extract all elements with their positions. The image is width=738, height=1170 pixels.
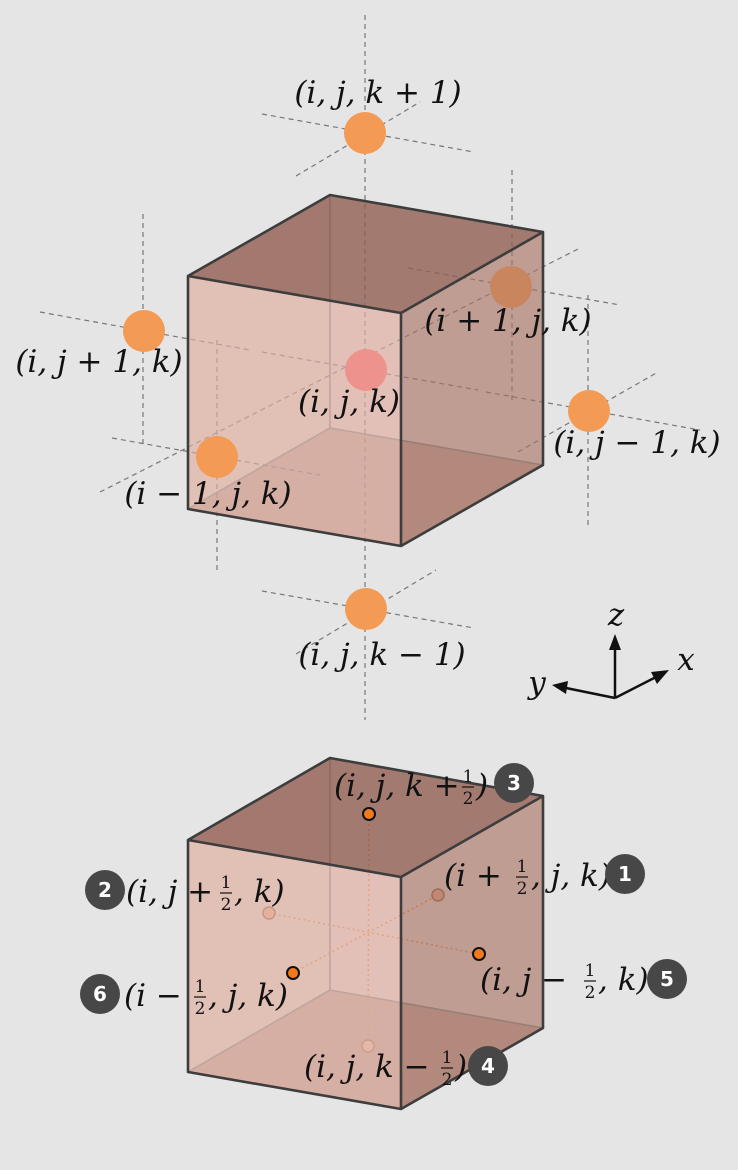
svg-text:5: 5 <box>660 967 674 991</box>
svg-text:, j, k): , j, k) <box>531 858 611 894</box>
face-point-6 <box>286 966 300 980</box>
face-label-2: 2 (i, j + 1 2 , k) <box>85 870 285 915</box>
svg-text:2: 2 <box>195 999 206 1019</box>
face-label-5: (i, j − 1 2 , k) 5 <box>480 959 687 1003</box>
bottom-diagram: (i, j, k + 1 2 ) 3 (i + 1 2 , j, k) 1 2 … <box>80 756 687 1111</box>
svg-text:, k): , k) <box>598 962 649 998</box>
face-point-5 <box>472 947 486 961</box>
svg-text:1: 1 <box>195 977 206 997</box>
axis-label-x: x <box>677 642 695 678</box>
svg-text:1: 1 <box>463 767 474 787</box>
svg-text:): ) <box>475 768 488 804</box>
axis-label-y: y <box>526 665 546 701</box>
svg-text:2: 2 <box>463 789 474 809</box>
svg-text:(i, j, k −: (i, j, k − <box>304 1049 430 1085</box>
face-point-3 <box>362 807 376 821</box>
svg-text:2: 2 <box>517 879 528 899</box>
svg-text:(i, j, k +: (i, j, k + <box>334 768 460 804</box>
label-back-right: (i + 1, j, k) <box>424 303 591 339</box>
top-diagram: (i, j, k + 1) (i + 1, j, k) (i, j + 1, k… <box>15 15 721 720</box>
svg-text:1: 1 <box>442 1048 453 1068</box>
svg-text:, k): , k) <box>234 874 285 910</box>
face-badge-5 <box>647 959 687 999</box>
svg-text:2: 2 <box>585 983 596 1003</box>
svg-text:2: 2 <box>221 895 232 915</box>
face-badge-4 <box>468 1046 508 1086</box>
face-badge-3 <box>494 763 534 803</box>
face-badge-6 <box>80 974 120 1014</box>
neighbor-point-top <box>344 112 386 154</box>
x-arrowhead <box>651 670 669 684</box>
svg-text:(i +: (i + <box>444 858 502 894</box>
label-left: (i, j + 1, k) <box>15 344 182 380</box>
label-top: (i, j, k + 1) <box>294 75 461 111</box>
svg-text:3: 3 <box>507 771 521 795</box>
neighbor-point-front-left <box>196 436 238 478</box>
neighbor-point-right <box>568 390 610 432</box>
neighbor-point-bottom <box>345 588 387 630</box>
label-front-left: (i − 1, j, k) <box>124 476 291 512</box>
svg-text:1: 1 <box>585 961 596 981</box>
svg-text:(i, j −: (i, j − <box>480 962 567 998</box>
top-cube-front-faces <box>186 193 545 548</box>
face-label-4: (i, j, k − 1 2 ) 4 <box>304 1046 508 1090</box>
svg-text:1: 1 <box>618 862 632 886</box>
svg-text:2: 2 <box>98 878 112 902</box>
face-badge-2 <box>85 870 125 910</box>
face-label-3: (i, j, k + 1 2 ) 3 <box>334 763 534 809</box>
label-center: (i, j, k) <box>298 384 400 420</box>
label-right: (i, j − 1, k) <box>553 425 720 461</box>
svg-text:2: 2 <box>442 1070 453 1090</box>
label-bottom: (i, j, k − 1) <box>298 637 465 673</box>
svg-text:(i −: (i − <box>124 978 182 1014</box>
svg-text:, j, k): , j, k) <box>208 978 288 1014</box>
svg-text:1: 1 <box>517 857 528 877</box>
neighbor-point-left <box>123 310 165 352</box>
face-badge-1 <box>605 854 645 894</box>
svg-text:1: 1 <box>221 873 232 893</box>
y-arrowhead <box>552 681 568 694</box>
svg-text:6: 6 <box>93 982 107 1006</box>
axes-triad: z x y <box>526 597 695 701</box>
axis-label-z: z <box>607 597 625 633</box>
svg-text:(i, j +: (i, j + <box>126 874 213 910</box>
svg-text:4: 4 <box>481 1054 495 1078</box>
svg-text:): ) <box>454 1049 467 1085</box>
face-label-1: (i + 1 2 , j, k) 1 <box>444 854 645 899</box>
z-arrowhead <box>609 634 621 650</box>
face-label-6: 6 (i − 1 2 , j, k) <box>80 974 288 1019</box>
